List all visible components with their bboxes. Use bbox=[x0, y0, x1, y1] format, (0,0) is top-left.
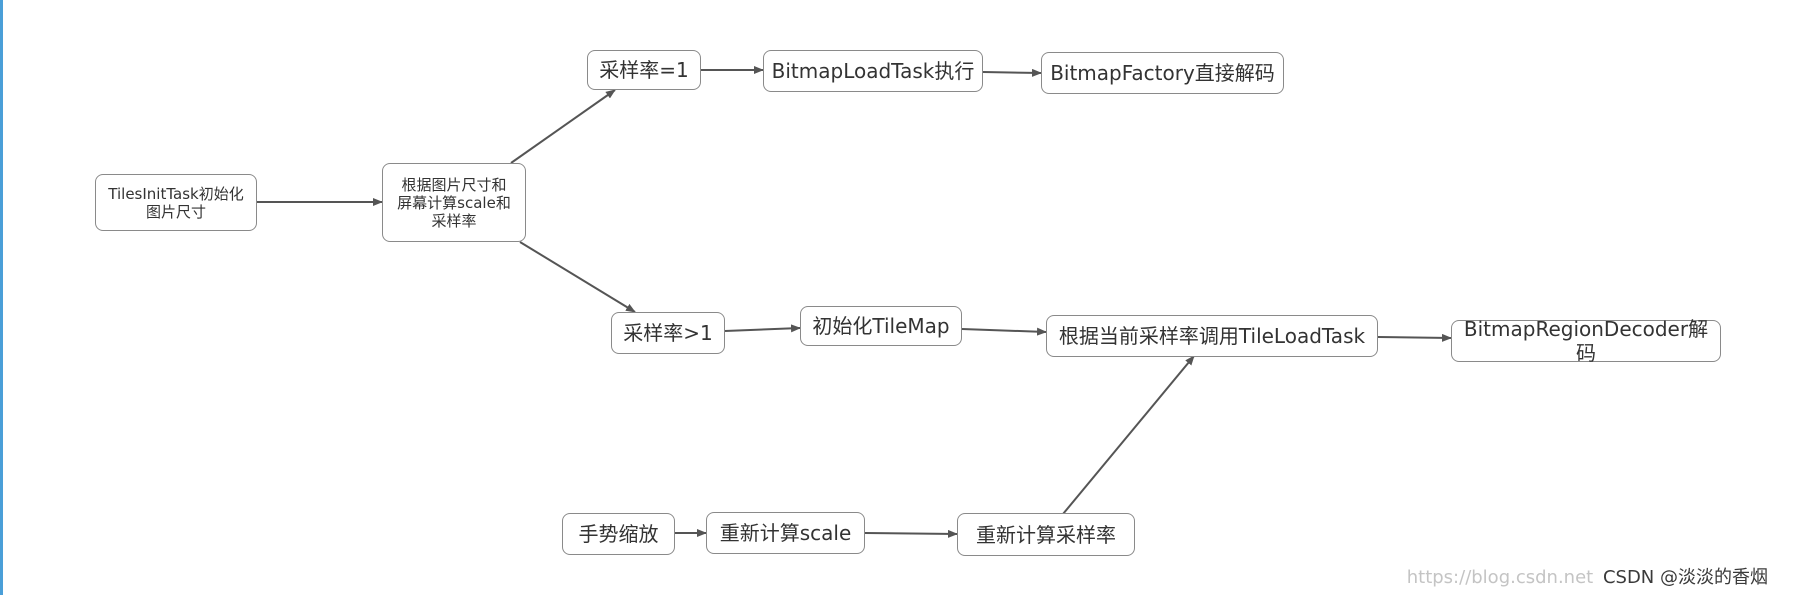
csdn-watermark: https://blog.csdn.net CSDN @淡淡的香烟 bbox=[1407, 563, 1768, 589]
calc-scale-node: 根据图片尺寸和 屏幕计算scale和 采样率 bbox=[382, 163, 526, 242]
tiles-init-task-node: TilesInitTask初始化 图片尺寸 bbox=[95, 174, 257, 231]
recalc-sample-rate-node: 重新计算采样率 bbox=[957, 513, 1135, 556]
tile-load-task-label: 根据当前采样率调用TileLoadTask bbox=[1058, 324, 1366, 348]
sample-rate-eq1-label: 采样率=1 bbox=[599, 58, 689, 82]
bitmap-factory-label: BitmapFactory直接解码 bbox=[1050, 61, 1275, 85]
init-tilemap-node: 初始化TileMap bbox=[800, 306, 962, 346]
recalc-scale-node: 重新计算scale bbox=[706, 512, 865, 554]
bitmap-factory-node: BitmapFactory直接解码 bbox=[1041, 52, 1284, 94]
edge-tilemap-to-tileload bbox=[961, 327, 1047, 336]
edge-loadtask-to-factory bbox=[982, 68, 1042, 77]
sample-rate-eq1-node: 采样率=1 bbox=[587, 50, 701, 90]
watermark-url: https://blog.csdn.net bbox=[1406, 567, 1594, 588]
watermark-author: CSDN @淡淡的香烟 bbox=[1602, 567, 1768, 588]
edge-recalc-sample-to-tileload bbox=[1062, 355, 1195, 515]
region-decoder-label: BitmapRegionDecoder解码 bbox=[1463, 317, 1709, 365]
region-decoder-node: BitmapRegionDecoder解码 bbox=[1451, 317, 1721, 365]
tiles-init-task-label: TilesInitTask初始化 图片尺寸 bbox=[108, 184, 244, 221]
sample-rate-gt1-node: 采样率>1 bbox=[611, 312, 725, 354]
bitmap-load-task-node: BitmapLoadTask执行 bbox=[763, 50, 983, 92]
calc-scale-label: 根据图片尺寸和 屏幕计算scale和 采样率 bbox=[397, 175, 511, 230]
edge-tileload-to-region bbox=[1377, 333, 1452, 342]
gesture-zoom-node: 手势缩放 bbox=[562, 513, 675, 555]
recalc-scale-label: 重新计算scale bbox=[719, 521, 852, 545]
edge-recalc-scale-to-recalc-sample bbox=[864, 529, 958, 538]
tile-load-task-node: 根据当前采样率调用TileLoadTask bbox=[1046, 315, 1378, 357]
recalc-sample-rate-label: 重新计算采样率 bbox=[976, 522, 1116, 547]
edge-calc-to-eq1 bbox=[510, 89, 616, 164]
edge-gt1-to-tilemap bbox=[724, 324, 801, 333]
init-tilemap-label: 初始化TileMap bbox=[812, 314, 950, 338]
bitmap-load-task-label: BitmapLoadTask执行 bbox=[771, 59, 975, 83]
edge-calc-to-gt1 bbox=[519, 241, 636, 313]
gesture-zoom-label: 手势缩放 bbox=[578, 522, 659, 546]
sample-rate-gt1-label: 采样率>1 bbox=[623, 321, 713, 345]
left-border-line bbox=[0, 0, 3, 595]
